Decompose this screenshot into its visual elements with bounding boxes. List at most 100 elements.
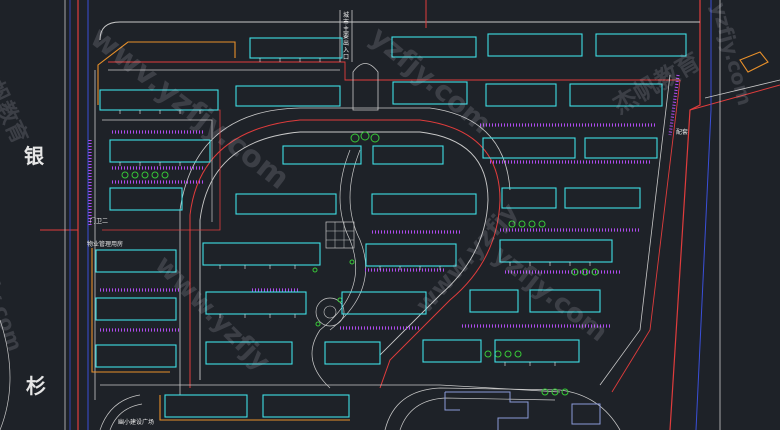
building-block (595, 33, 687, 57)
tree (141, 171, 149, 179)
building-block (205, 291, 307, 315)
site-boundaries (40, 0, 780, 430)
tree (350, 133, 360, 143)
east-road (599, 74, 671, 386)
building-block (584, 137, 658, 159)
tree (337, 297, 343, 303)
building-block (235, 193, 337, 215)
ring-road-edge (179, 107, 511, 395)
building-block (282, 145, 362, 165)
east-road-red (611, 79, 681, 393)
main-entrance-label: 城市主要出入口 (343, 12, 350, 61)
detail-line (509, 262, 591, 266)
building-block (529, 289, 601, 313)
building-block (569, 83, 663, 107)
gate-label: 门卫二 (90, 218, 109, 225)
curved-path (109, 403, 143, 430)
blue-boundary-line (695, 0, 712, 430)
public-building (444, 391, 601, 430)
detail-line (219, 265, 296, 269)
building-block (485, 83, 557, 107)
detail-line (259, 58, 321, 62)
building-block (365, 243, 457, 267)
building-block (341, 291, 427, 315)
street-label-top: 银 (24, 144, 44, 168)
red-boundary-line (669, 0, 701, 430)
tree (518, 220, 526, 228)
building-block (499, 239, 613, 263)
orange-line (97, 41, 236, 105)
tree-clusters (121, 131, 599, 396)
tree (591, 268, 599, 276)
tree (151, 171, 159, 179)
detail-line (379, 266, 441, 270)
building-block (494, 339, 580, 363)
public-building-outline (571, 403, 601, 425)
building-block (205, 341, 293, 365)
building-block (487, 33, 583, 57)
curved-path (99, 394, 141, 430)
tree (360, 131, 370, 141)
building-block (95, 249, 177, 273)
building-block (469, 289, 519, 313)
public-building-outline (444, 391, 529, 430)
tree (504, 350, 512, 358)
building-block (262, 394, 350, 418)
north-road (108, 61, 680, 81)
road-edge (99, 21, 700, 41)
road-edge (704, 79, 780, 99)
detail-line (219, 314, 296, 318)
tree (494, 350, 502, 358)
central-path (329, 149, 367, 331)
tree (312, 267, 318, 273)
building-block (95, 297, 177, 321)
south-plaza-inner (399, 397, 556, 430)
red-boundary-line (689, 84, 780, 111)
property-office-label: 物业管理用房 (87, 241, 124, 248)
building-block (482, 137, 576, 159)
orange-line (739, 51, 769, 73)
building-block (99, 89, 219, 111)
tree (551, 388, 559, 396)
building-block (235, 85, 341, 107)
tree (370, 133, 380, 143)
central-grid (325, 221, 355, 249)
curved-path (0, 319, 11, 430)
parking-rows (88, 74, 680, 332)
tree (538, 220, 546, 228)
building-block (501, 187, 557, 209)
tree (121, 171, 129, 179)
internal-roads (100, 0, 681, 430)
building-block (564, 187, 641, 209)
plaza-label: 幽小建设广场 (118, 419, 155, 426)
residential-buildings (95, 33, 687, 418)
tree (571, 268, 579, 276)
building-block (109, 139, 211, 163)
building-block (164, 394, 248, 418)
tree (514, 350, 522, 358)
roundabout (323, 305, 337, 319)
plaza-loop (352, 63, 379, 111)
tree (484, 350, 492, 358)
west-road-edge (102, 119, 213, 222)
building-block (95, 344, 177, 368)
orange-site-lines (91, 41, 769, 421)
tree (161, 171, 169, 179)
central-grid-lines (326, 222, 354, 248)
tree (541, 388, 549, 396)
building-block (324, 341, 381, 365)
tree (315, 321, 321, 327)
tree (508, 220, 516, 228)
south-plaza (384, 387, 621, 430)
building-block (372, 145, 444, 165)
street-label-bottom: 杉 (26, 374, 46, 398)
tree (528, 220, 536, 228)
tree (581, 268, 589, 276)
tree (349, 259, 355, 265)
west-road (102, 109, 221, 231)
ring-road-outer (189, 119, 501, 389)
building-block (249, 37, 343, 59)
detail-line (119, 110, 201, 114)
